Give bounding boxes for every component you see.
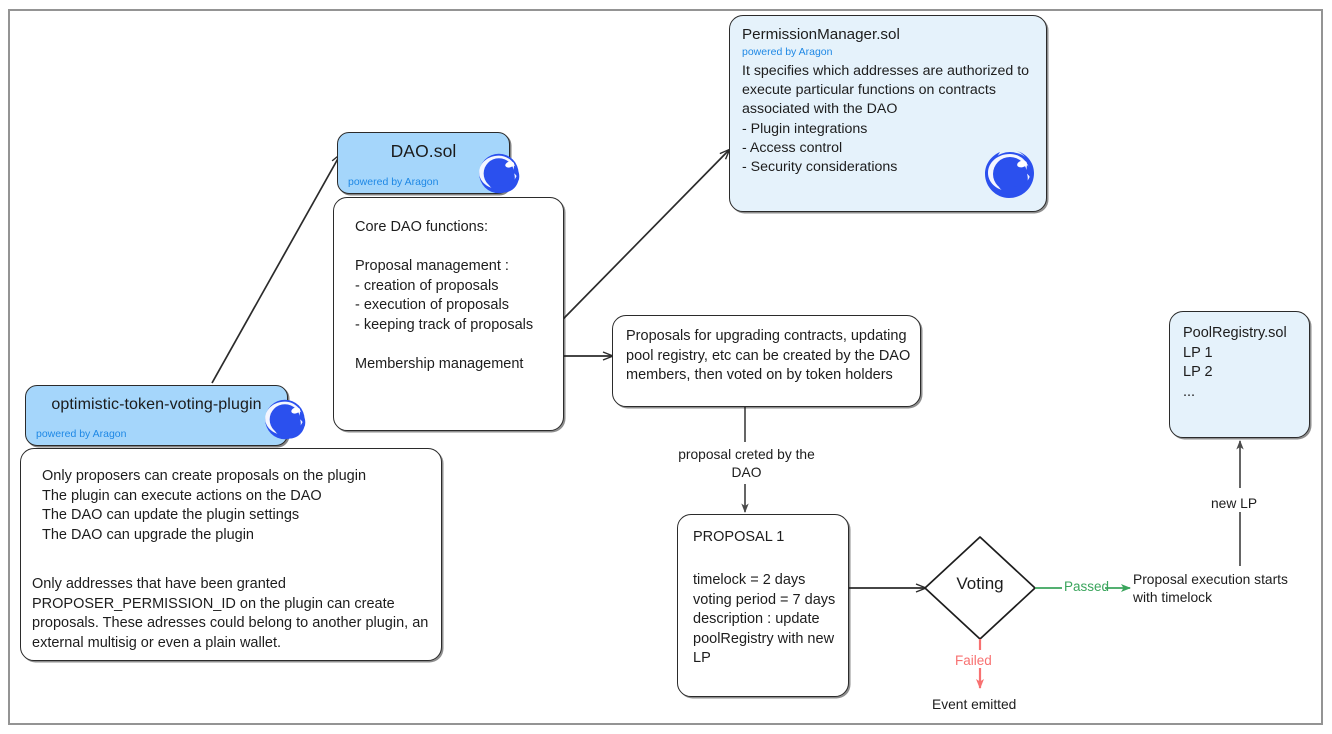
dao-core-functions-text: Core DAO functions: Proposal management …	[355, 219, 534, 372]
dao-subtitle: powered by Aragon	[348, 176, 439, 188]
proposal-1-node[interactable]: PROPOSAL 1 timelock = 2 days voting peri…	[677, 514, 849, 697]
aragon-logo-icon	[258, 396, 310, 448]
dao-core-functions-node[interactable]: Core DAO functions: Proposal management …	[333, 197, 564, 431]
edge-label-passed: Passed	[1064, 579, 1110, 594]
plugin-title: optimistic-token-voting-plugin	[51, 396, 262, 413]
voting-decision-label: Voting	[956, 574, 1004, 593]
pool-registry-node[interactable]: PoolRegistry.sol LP 1 LP 2 ...	[1169, 311, 1310, 438]
proposal-execution-label: Proposal execution starts with timelock	[1133, 572, 1288, 605]
proposal-1-title: PROPOSAL 1	[693, 529, 785, 545]
event-emitted-label: Event emitted	[932, 697, 1017, 712]
plugin-permissions-list: Only proposers can create proposals on t…	[42, 468, 367, 543]
edge-label-failed: Failed	[955, 653, 992, 668]
edge-label-new-lp: new LP	[1211, 496, 1258, 511]
proposals-description-text: Proposals for upgrading contracts, updat…	[626, 328, 915, 383]
permission-manager-subtitle: powered by Aragon	[742, 46, 833, 58]
pool-registry-text: PoolRegistry.sol LP 1 LP 2 ...	[1183, 325, 1287, 400]
dao-title: DAO.sol	[390, 141, 457, 161]
permission-manager-title: PermissionManager.sol	[742, 26, 900, 43]
proposal-1-body: timelock = 2 days voting period = 7 days…	[693, 572, 836, 666]
plugin-proposer-note: Only addresses that have been granted PR…	[32, 576, 433, 651]
permission-manager-body: It specifies which addresses are authori…	[742, 63, 1030, 176]
aragon-logo-icon	[472, 150, 524, 202]
edge-label-proposal-created: proposal creted by the DAO	[678, 447, 815, 480]
plugin-subtitle: powered by Aragon	[36, 428, 127, 440]
permission-manager-node[interactable]: PermissionManager.sol powered by Aragon …	[729, 15, 1047, 212]
aragon-logo-icon	[980, 148, 1038, 205]
plugin-header-node[interactable]: optimistic-token-voting-plugin powered b…	[25, 385, 288, 446]
plugin-details-node[interactable]: Only proposers can create proposals on t…	[20, 448, 442, 661]
canvas-frame	[8, 9, 1323, 725]
proposals-description-node[interactable]: Proposals for upgrading contracts, updat…	[612, 315, 921, 407]
